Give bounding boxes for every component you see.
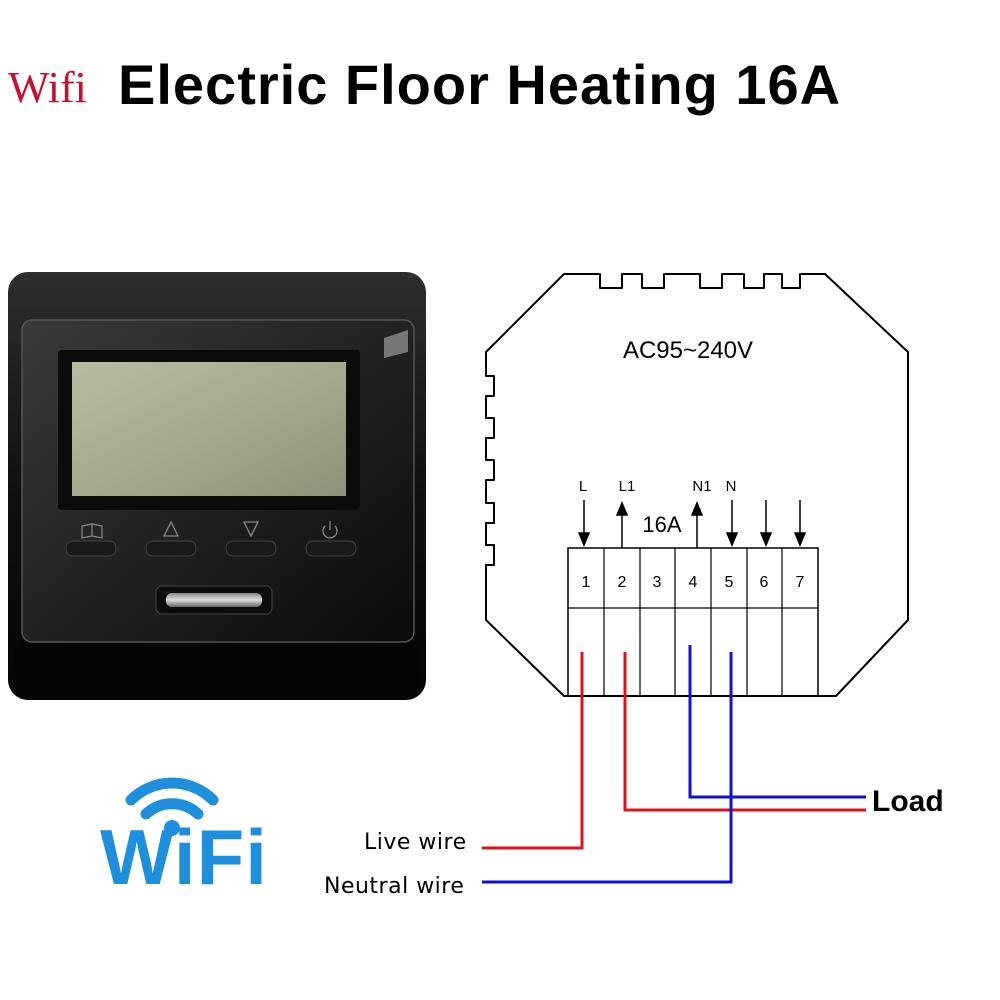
terminal-label-n: N [726,478,737,495]
arrow-down-icon [725,532,739,547]
terminal-number: 6 [760,574,769,591]
terminal-arrows [577,500,807,548]
terminal-number: 5 [725,574,734,591]
terminal-number: 4 [689,574,698,591]
wifi-dot [164,820,180,836]
page-title: Electric Floor Heating 16A [118,53,842,116]
lcd-screen [72,362,346,496]
voltage-label: AC95~240V [623,337,753,364]
thermostat-base [14,640,420,698]
title-wifi-prefix: Wifi [8,63,87,112]
terminal-block [567,547,819,697]
thermostat-buttons [65,520,357,615]
neutral-wire-label: Neutral wire [324,874,465,899]
arrow-down-icon [759,532,773,547]
arrow-down-icon [793,532,807,547]
thermostat-device [8,272,426,700]
thermostat-corner-highlight [384,330,408,358]
arrow-up-icon [690,501,704,516]
down-button[interactable] [225,521,277,557]
live-wire [482,652,584,850]
load-neutral-wire [688,645,866,799]
module-outline [485,273,909,697]
wifi-arc [140,798,204,820]
wires [482,645,866,884]
power-icon [322,521,338,539]
terminal-number: 7 [796,574,805,591]
terminal-number: 1 [582,574,591,591]
arrow-up-icon [615,501,629,516]
terminal-label-n1: N1 [692,478,711,495]
load-live-wire [623,652,866,812]
terminal-number: 2 [618,574,627,591]
slot-handle [166,593,262,607]
menu-button[interactable] [65,523,117,557]
book-icon [81,523,103,539]
terminal-numbers: 1 2 3 4 5 6 7 [582,574,805,591]
load-label: Load [872,785,944,818]
terminal-label-l1: L1 [619,478,636,495]
terminal-label-l: L [579,478,587,495]
wifi-logo: WiFi [100,813,268,901]
wifi-arc [125,777,219,806]
terminal-number: 3 [653,574,662,591]
up-arrow-icon [162,520,180,537]
current-rating-label: 16A [642,512,681,537]
live-wire-label: Live wire [364,830,467,855]
wifi-logo-arcs [125,777,219,836]
arrow-down-icon [577,532,591,547]
power-button[interactable] [305,521,357,557]
neutral-wire [482,652,733,884]
down-arrow-icon [242,521,260,538]
up-button[interactable] [145,520,197,557]
